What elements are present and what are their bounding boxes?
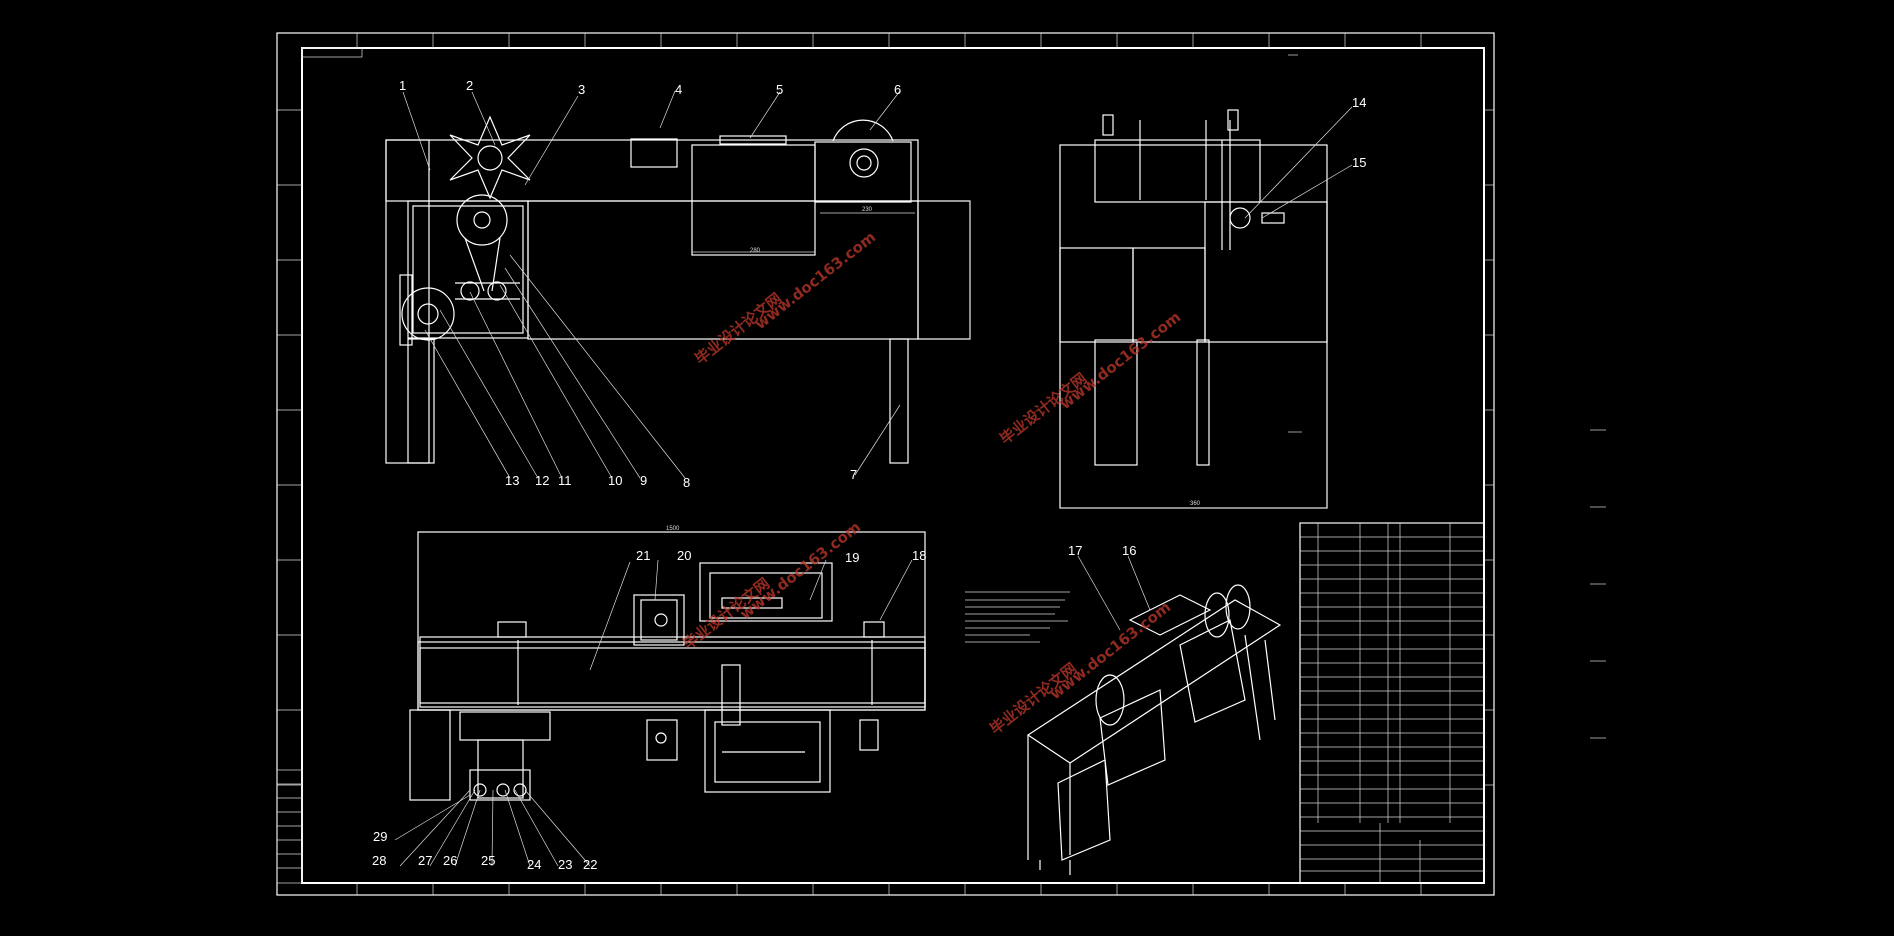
watermark-cn-1: 毕业设计论文网 (691, 289, 785, 368)
callout-26: 26 (443, 853, 457, 868)
parts-list-table (1299, 522, 1485, 884)
callout-8: 8 (683, 475, 690, 490)
technical-notes (965, 591, 1070, 643)
callout-2: 2 (466, 78, 473, 93)
sheet-frame (276, 32, 1495, 896)
callout-23: 23 (558, 857, 572, 872)
callout-16: 16 (1122, 543, 1136, 558)
callout-24: 24 (527, 857, 541, 872)
callout-17: 17 (1068, 543, 1082, 558)
callout-labels: 1 2 3 4 5 6 7 8 9 10 11 12 13 14 15 16 1… (372, 78, 1366, 872)
callout-1: 1 (399, 78, 406, 93)
callout-15: 15 (1352, 155, 1366, 170)
watermarks: 毕业设计论文网 www.doc163.com 毕业设计论文网 www.doc16… (679, 228, 1184, 738)
callout-20: 20 (677, 548, 691, 563)
dim-top-width-a: 230 (862, 207, 873, 213)
dim-side-width: 360 (1190, 501, 1201, 507)
watermark-cn-2: 毕业设计论文网 (996, 369, 1090, 448)
watermark-cn-4: 毕业设计论文网 (986, 659, 1080, 738)
callout-22: 22 (583, 857, 597, 872)
watermark-url-3: www.doc163.com (736, 518, 864, 623)
callout-6: 6 (894, 82, 901, 97)
callout-9: 9 (640, 473, 647, 488)
dim-plan-length: 1500 (666, 526, 680, 532)
callout-19: 19 (845, 550, 859, 565)
callout-12: 12 (535, 473, 549, 488)
watermark-url-2: www.doc163.com (1056, 308, 1184, 413)
callout-27: 27 (418, 853, 432, 868)
plan-view: 1500 (409, 526, 926, 801)
callout-14: 14 (1352, 95, 1366, 110)
callout-4: 4 (675, 82, 682, 97)
callout-28: 28 (372, 853, 386, 868)
callout-21: 21 (636, 548, 650, 563)
isometric-view (1026, 584, 1282, 875)
front-view: 230 280 (385, 115, 971, 464)
callout-7: 7 (850, 467, 857, 482)
outer-marker-strip (1590, 429, 1606, 739)
leader-lines (394, 90, 1353, 867)
dim-top-width-b: 280 (750, 248, 761, 254)
callout-5: 5 (776, 82, 783, 97)
callout-18: 18 (912, 548, 926, 563)
side-view: 360 (1059, 54, 1328, 509)
callout-3: 3 (578, 82, 585, 97)
callout-10: 10 (608, 473, 622, 488)
callout-11: 11 (558, 473, 572, 488)
callout-29: 29 (373, 829, 387, 844)
callout-25: 25 (481, 853, 495, 868)
callout-13: 13 (505, 473, 519, 488)
watermark-url-4: www.doc163.com (1046, 598, 1174, 703)
